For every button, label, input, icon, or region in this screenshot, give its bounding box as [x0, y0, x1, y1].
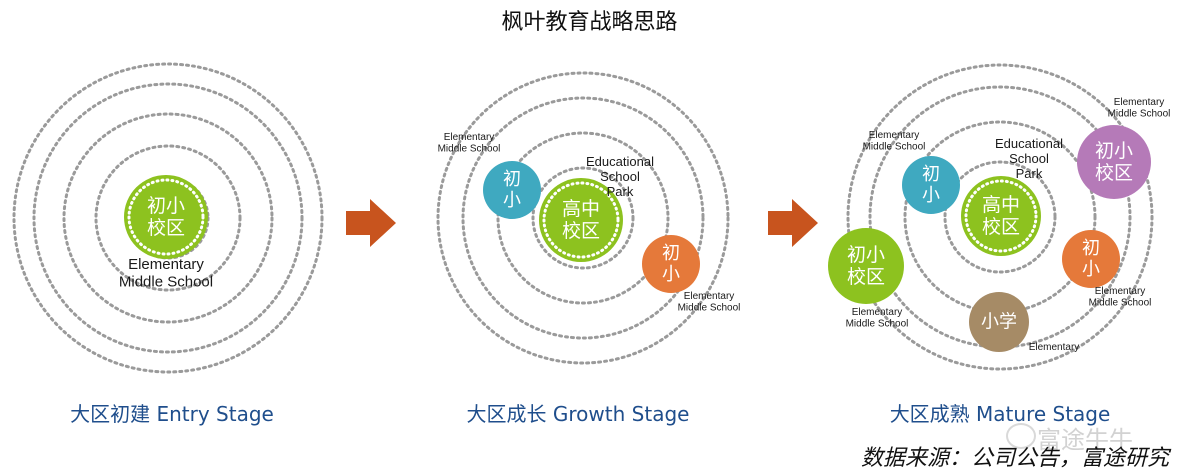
- campus-node-label: 校区: [562, 220, 600, 242]
- campus-node-label: 初小: [147, 195, 185, 217]
- ring-0-4: [12, 62, 324, 374]
- campus-node-label: 小: [1082, 259, 1100, 280]
- page-title: 枫叶教育战略思路: [501, 10, 678, 35]
- campus-node-circle: [1062, 230, 1120, 288]
- campus-node-label: 校区: [147, 217, 185, 239]
- campus-node-growth-elem-orange: 初小: [642, 235, 700, 293]
- campus-node-circle: [124, 175, 208, 259]
- campus-node-label: 初: [1082, 238, 1100, 259]
- source-note: 数据来源：公司公告，富途研究: [860, 446, 1169, 471]
- campus-node-label: 小: [503, 190, 521, 211]
- campus-node-circle: [902, 156, 960, 214]
- campus-node-label: 校区: [847, 266, 885, 288]
- campus-node-circle: [969, 292, 1029, 352]
- ring-2-0: [943, 160, 1057, 274]
- campus-text-label: Elementary: [1029, 342, 1080, 353]
- ring-0-1: [94, 144, 242, 292]
- campus-node-mature-elem-orange: 初小: [1062, 230, 1120, 288]
- ring-1-0: [531, 166, 635, 270]
- campus-node-label: 高中: [982, 194, 1020, 216]
- campus-node-circle: [642, 235, 700, 293]
- campus-node-label: 校区: [1095, 162, 1133, 184]
- ring-0-3: [32, 82, 304, 354]
- campus-node-label: 初: [503, 169, 521, 190]
- campus-node-dotted-ring: [964, 179, 1038, 253]
- campus-node-label: 初: [922, 164, 940, 185]
- campus-node-mature-primary: 小学: [969, 292, 1029, 352]
- ring-1-3: [436, 71, 730, 365]
- campus-node-label: 初: [662, 243, 680, 264]
- campus-node-mature-elem-teal: 初小: [902, 156, 960, 214]
- watermark: 富途牛牛: [1037, 426, 1133, 454]
- ring-1-1: [496, 131, 670, 305]
- stage-arrows: [346, 199, 818, 247]
- campus-node-label: 校区: [982, 216, 1020, 238]
- campus-node-dotted-ring: [542, 181, 620, 259]
- campus-node-circle: [828, 228, 904, 304]
- stage-label-entry: 大区初建 Entry Stage: [70, 402, 274, 426]
- campus-node-dotted-ring: [127, 178, 205, 256]
- campus-node-label: 小: [662, 264, 680, 285]
- campus-node-label: 高中: [562, 198, 600, 220]
- ring-0-2: [62, 112, 274, 324]
- campus-nodes: 初小校区初小高中校区初小初小高中校区初小校区初小校区初小小学: [124, 125, 1151, 352]
- campus-node-label: 小: [922, 185, 940, 206]
- stage-label-growth: 大区成长 Growth Stage: [466, 402, 690, 426]
- campus-node-circle: [483, 161, 541, 219]
- campus-node-label: 小学: [981, 312, 1017, 333]
- campus-node-circle: [539, 178, 623, 262]
- ring-2-3: [846, 63, 1154, 371]
- campus-node-growth-elem-teal: 初小: [483, 161, 541, 219]
- stage-arrow-0-icon: [346, 199, 396, 247]
- campus-node-label: 初小: [1095, 140, 1133, 162]
- campus-node-circle: [1077, 125, 1151, 199]
- stage-arrow-1-icon: [768, 199, 818, 247]
- concentric-rings: [12, 62, 1154, 374]
- campus-node-label: 初小: [847, 244, 885, 266]
- stage-label-mature: 大区成熟 Mature Stage: [889, 402, 1111, 426]
- watermark-icon: [1006, 423, 1036, 449]
- campus-node-circle: [961, 176, 1041, 256]
- ring-1-2: [461, 96, 705, 340]
